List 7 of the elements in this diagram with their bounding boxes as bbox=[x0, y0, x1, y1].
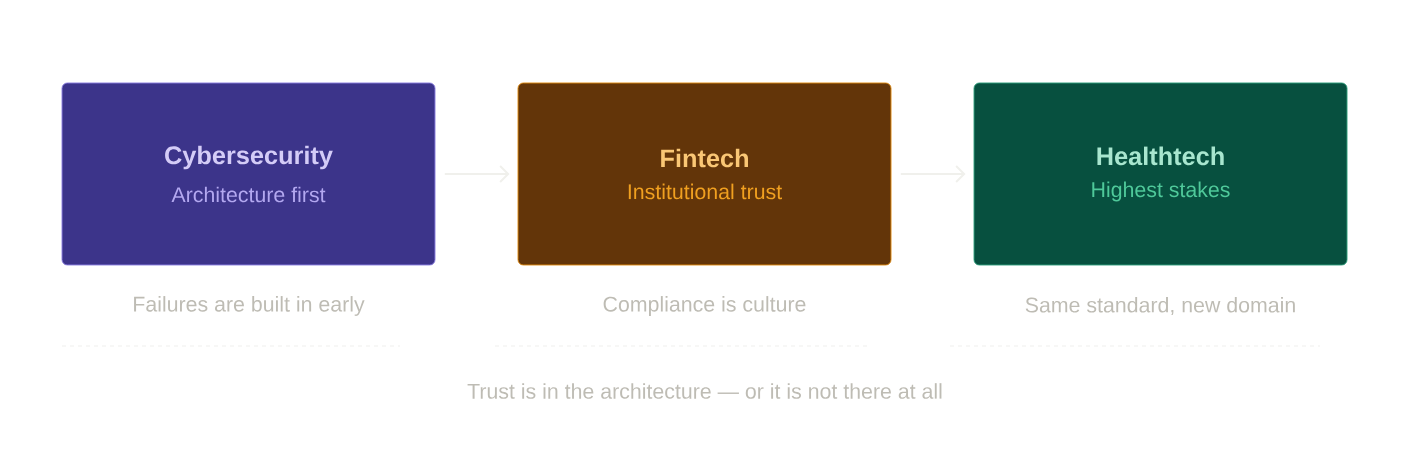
footer-note: Trust is in the architecture — or it is not there at all bbox=[467, 383, 942, 399]
topic-box: Fintech Institutional trust bbox=[517, 82, 892, 266]
topic-box: Healthtech Highest stakes bbox=[973, 82, 1348, 266]
topic-box: Cybersecurity Architecture first bbox=[61, 82, 436, 266]
node-label: Same standard, new domain bbox=[1025, 296, 1295, 316]
node-label: Failures are built in early bbox=[134, 296, 365, 316]
node-label: Compliance is culture bbox=[603, 296, 806, 316]
